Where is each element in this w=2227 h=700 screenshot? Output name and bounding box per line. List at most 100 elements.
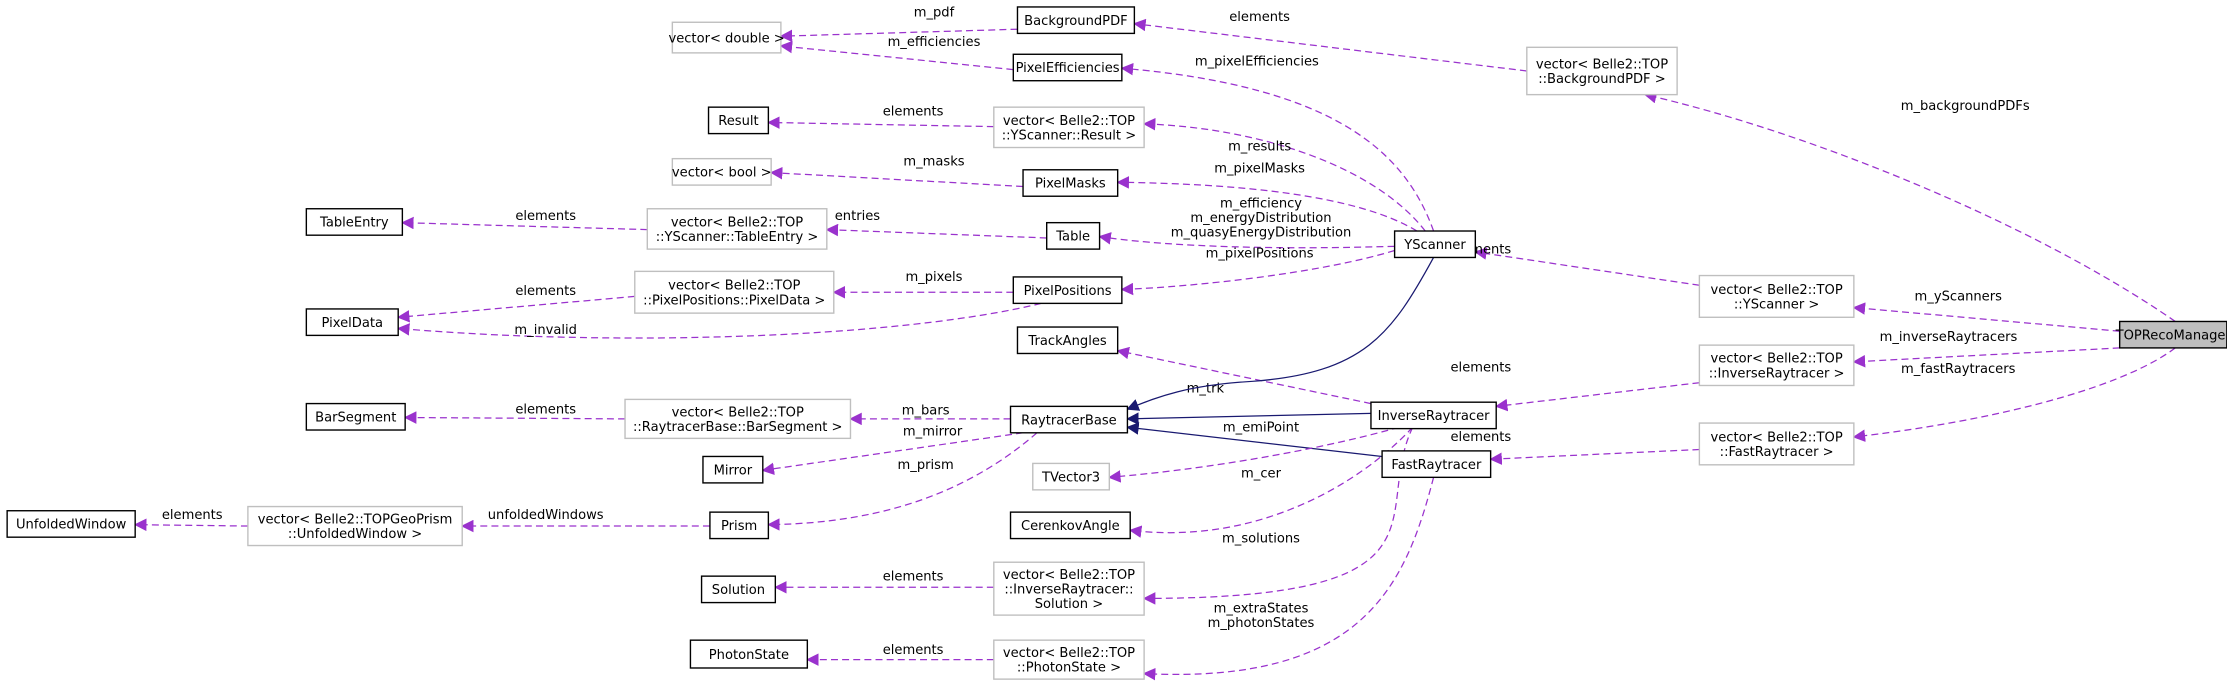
node-label: PixelMasks xyxy=(1035,177,1106,192)
node-label: UnfoldedWindow xyxy=(16,518,127,533)
node-yscanner[interactable]: YScanner xyxy=(1393,230,1477,259)
node-label: PixelPositions xyxy=(1024,284,1112,299)
edge-label: m_pdf xyxy=(914,6,955,21)
node-label: TrackAngles xyxy=(1027,334,1106,349)
member-arrow xyxy=(403,411,626,424)
edge-label: m_efficiencies xyxy=(888,35,981,50)
member-arrow xyxy=(767,432,1038,531)
edge-label: m_mirror xyxy=(903,425,963,440)
node-vec-solution[interactable]: vector< Belle2::TOP::InverseRaytracer::S… xyxy=(993,561,1145,616)
node-label: vector< Belle2::TOP xyxy=(1711,283,1843,298)
node-topreco-manager[interactable]: TOPRecoManager xyxy=(2115,320,2227,349)
node-result[interactable]: Result xyxy=(707,106,770,135)
edges-layer: m_pdfm_efficiencieselementsm_backgroundP… xyxy=(133,6,2176,681)
edge-pixel-positions-to-pixel-data: m_invalid xyxy=(396,302,1042,339)
node-vec-pixel-data[interactable]: vector< Belle2::TOP::PixelPositions::Pix… xyxy=(634,270,835,314)
node-tvector3[interactable]: TVector3 xyxy=(1032,462,1111,491)
edge-label: elements xyxy=(515,284,576,299)
edge-label: m_pixels xyxy=(905,270,962,285)
node-background-pdf[interactable]: BackgroundPDF xyxy=(1016,6,1136,35)
node-box xyxy=(634,270,835,314)
node-box xyxy=(305,402,406,431)
node-vec-table-entry[interactable]: vector< Belle2::TOP::YScanner::TableEntr… xyxy=(646,208,828,250)
node-vec-photon-state[interactable]: vector< Belle2::TOP::PhotonState > xyxy=(993,639,1145,680)
node-label: PixelData xyxy=(322,316,383,331)
node-table[interactable]: Table xyxy=(1046,221,1101,250)
node-vec-yscanner[interactable]: vector< Belle2::TOP::YScanner > xyxy=(1698,274,1855,318)
node-box xyxy=(707,106,770,135)
node-mirror[interactable]: Mirror xyxy=(702,455,764,484)
node-label: FastRaytracer xyxy=(1391,458,1482,473)
edge-label: elements xyxy=(883,105,944,120)
edge-vec-fast-raytracer-to-fast-raytracer: elements xyxy=(1451,430,1700,465)
edge-fast-raytracer-to-raytracer-base xyxy=(1126,422,1383,458)
node-label: ::YScanner::Result > xyxy=(1002,128,1136,143)
node-label: vector< double > xyxy=(668,31,784,46)
node-vec-bar-segment[interactable]: vector< Belle2::TOP::RaytracerBase::BarS… xyxy=(624,398,852,440)
node-vec-unfolded-window[interactable]: vector< Belle2::TOPGeoPrism::UnfoldedWin… xyxy=(247,505,463,547)
node-pixel-positions[interactable]: PixelPositions xyxy=(1012,276,1123,305)
edge-prism-to-vec-unfolded-window: unfoldedWindows xyxy=(460,508,710,533)
node-pixel-efficiencies[interactable]: PixelEfficiencies xyxy=(1012,53,1123,82)
edge-vec-solution-to-solution: elements xyxy=(774,569,994,594)
node-track-angles[interactable]: TrackAngles xyxy=(1016,326,1119,355)
node-label: InverseRaytracer xyxy=(1378,409,1490,424)
node-label: RaytracerBase xyxy=(1021,413,1117,428)
node-box xyxy=(993,561,1145,616)
node-label: vector< Belle2::TOP xyxy=(1536,57,1668,72)
node-box xyxy=(1381,450,1492,479)
member-arrow xyxy=(1852,347,2120,368)
node-label: ::InverseRaytracer > xyxy=(1709,366,1845,381)
node-vec-bool[interactable]: vector< bool > xyxy=(671,157,772,186)
nodes-layer: BackgroundPDF vector< double > PixelEffici… xyxy=(6,6,2227,680)
node-vec-double[interactable]: vector< double > xyxy=(668,21,785,54)
node-fast-raytracer[interactable]: FastRaytracer xyxy=(1381,450,1492,479)
node-label: ::PixelPositions::PixelData > xyxy=(643,293,825,308)
node-vec-background-pdf[interactable]: vector< Belle2::TOP::BackgroundPDF > xyxy=(1526,46,1678,96)
member-arrow xyxy=(769,166,1024,188)
node-bar-segment[interactable]: BarSegment xyxy=(305,402,406,431)
edge-inverse-raytracer-to-track-angles: m_trk xyxy=(1116,346,1372,405)
node-label: Solution > xyxy=(1035,597,1103,612)
node-prism[interactable]: Prism xyxy=(709,511,770,540)
node-inverse-raytracer[interactable]: InverseRaytracer xyxy=(1370,401,1497,430)
edge-yscanner-to-pixel-efficiencies: m_pixelEfficiencies xyxy=(1120,54,1435,232)
edge-label: m_emiPoint xyxy=(1223,420,1299,435)
edge-raytracer-base-to-vec-bar-segment: m_bars xyxy=(849,404,1011,426)
edge-vec-unfolded-window-to-unfolded-window: elements xyxy=(133,508,248,532)
edge-label: m_results xyxy=(1228,139,1291,154)
edge-label: elements xyxy=(162,508,223,523)
node-raytracer-base[interactable]: RaytracerBase xyxy=(1009,405,1129,434)
node-vec-fast-raytracer[interactable]: vector< Belle2::TOP::FastRaytracer > xyxy=(1698,422,1855,466)
node-label: Solution xyxy=(712,583,765,598)
node-vec-result[interactable]: vector< Belle2::TOP::YScanner::Result > xyxy=(993,106,1145,149)
node-pixel-data[interactable]: PixelData xyxy=(305,308,399,337)
node-label: TVector3 xyxy=(1041,470,1100,485)
edge-yscanner-to-vec-result: m_results xyxy=(1142,117,1426,232)
member-arrow xyxy=(1489,448,1700,465)
edge-raytracer-base-to-prism: m_prism xyxy=(767,432,1038,531)
node-label: ::PhotonState > xyxy=(1017,661,1121,676)
edge-inverse-raytracer-to-tvector3: m_emiPoint xyxy=(1108,420,1399,483)
node-box xyxy=(1698,422,1855,466)
node-cerenkov-angle[interactable]: CerenkovAngle xyxy=(1009,511,1131,540)
edge-label: m_yScanners xyxy=(1915,290,2003,305)
node-box xyxy=(1016,6,1136,35)
node-box xyxy=(646,208,828,250)
edge-topreco-manager-to-vec-inverse-raytracer: m_inverseRaytracers xyxy=(1852,330,2120,368)
node-photon-state[interactable]: PhotonState xyxy=(689,639,809,669)
node-box xyxy=(993,639,1145,680)
node-pixel-masks[interactable]: PixelMasks xyxy=(1022,169,1119,197)
node-solution[interactable]: Solution xyxy=(700,575,777,604)
edge-label: m_energyDistribution xyxy=(1190,211,1331,226)
node-label: Table xyxy=(1055,230,1090,245)
node-unfolded-window[interactable]: UnfoldedWindow xyxy=(6,510,136,538)
edge-pixel-masks-to-vec-bool: m_masks xyxy=(769,155,1024,188)
edge-label: entries xyxy=(835,209,881,224)
node-vec-inverse-raytracer[interactable]: vector< Belle2::TOP::InverseRaytracer > xyxy=(1698,344,1855,387)
edge-inverse-raytracer-to-raytracer-base xyxy=(1126,412,1371,425)
node-label: vector< Belle2::TOP xyxy=(1711,352,1843,367)
node-box xyxy=(1370,401,1497,430)
member-arrow xyxy=(779,28,1018,43)
node-table-entry[interactable]: TableEntry xyxy=(305,208,404,236)
